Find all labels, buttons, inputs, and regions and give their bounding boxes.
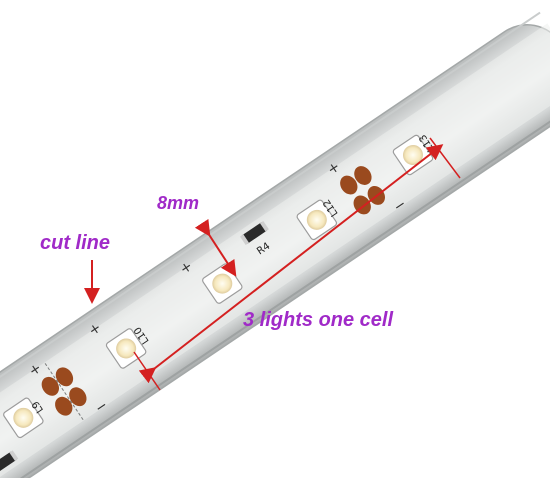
cell-length-label: 3 lights one cell xyxy=(243,309,394,331)
solder-pads-cut xyxy=(41,363,87,420)
cut-line-label: cut line xyxy=(40,232,111,254)
led-chip-l9 xyxy=(3,397,44,439)
resistor-r3 xyxy=(0,450,19,474)
led-chip-l10 xyxy=(105,328,147,369)
width-label: 8mm xyxy=(157,193,200,213)
cell-length-arrow xyxy=(133,137,461,391)
